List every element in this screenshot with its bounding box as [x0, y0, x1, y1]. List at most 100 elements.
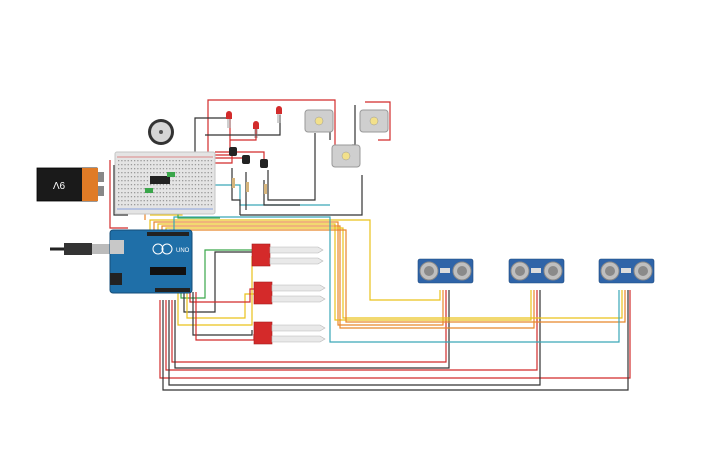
- breadboard-hole: [182, 168, 184, 170]
- wire-orange-us2[interactable]: [161, 225, 535, 329]
- breadboard-hole: [146, 176, 149, 178]
- wire-black-long-3[interactable]: [174, 290, 450, 369]
- piezo-buzzer[interactable]: [148, 119, 174, 145]
- dc-motor-1[interactable]: [304, 109, 334, 133]
- wire-red-bb[interactable]: [109, 160, 128, 229]
- wire-orange-us1[interactable]: [153, 221, 444, 326]
- breadboard-hole: [191, 164, 193, 166]
- breadboard-hole: [191, 168, 193, 170]
- led-3[interactable]: [276, 106, 282, 123]
- breadboard-hole: [156, 192, 158, 194]
- breadboard-hole: [134, 172, 136, 174]
- breadboard-hole: [156, 196, 158, 198]
- breadboard-hole: [143, 176, 145, 178]
- breadboard-hole: [156, 200, 158, 202]
- ultrasonic-sensor-3[interactable]: [598, 258, 655, 284]
- breadboard-hole: [175, 180, 177, 182]
- transistor-2[interactable]: [242, 155, 250, 164]
- wire-red-long-1[interactable]: [159, 290, 631, 379]
- breadboard-hole: [118, 188, 120, 190]
- breadboard-hole: [153, 172, 155, 174]
- wire-yellow-us2[interactable]: [157, 223, 532, 321]
- wire-red-motor[interactable]: [365, 101, 391, 141]
- transistor-1[interactable]: [229, 147, 237, 156]
- breadboard-hole: [159, 204, 161, 206]
- breadboard-hole: [191, 160, 193, 162]
- breadboard-hole: [143, 168, 145, 170]
- breadboard-holes: [118, 160, 213, 206]
- wire-black-soil1[interactable]: [183, 251, 252, 313]
- breadboard-hole: [127, 172, 129, 174]
- wire-black-bb-down[interactable]: [231, 168, 241, 215]
- dc-motor-3[interactable]: [331, 144, 361, 168]
- wire-black-motor2[interactable]: [352, 105, 356, 146]
- breadboard-hole: [201, 184, 203, 186]
- wire-teal-us[interactable]: [173, 216, 620, 343]
- breadboard-hole: [134, 200, 136, 202]
- breadboard-hole: [121, 196, 123, 198]
- breadboard-hole: [191, 192, 193, 194]
- led-1[interactable]: [226, 111, 232, 128]
- wire-yellow-us1[interactable]: [149, 219, 441, 301]
- breadboard[interactable]: [114, 151, 216, 215]
- transistor-3[interactable]: [260, 159, 268, 168]
- breadboard-hole: [182, 180, 184, 182]
- wire-green-soil1[interactable]: [180, 249, 252, 299]
- breadboard-hole: [188, 172, 190, 174]
- wire-black-soil3[interactable]: [192, 292, 253, 336]
- breadboard-hole: [146, 180, 149, 182]
- wire-black-motor3[interactable]: [240, 175, 363, 216]
- breadboard-hole: [188, 160, 190, 162]
- breadboard-hole: [201, 176, 203, 178]
- wire-black-led[interactable]: [194, 117, 230, 160]
- soil-sensor-1[interactable]: [251, 243, 324, 267]
- ultrasonic-sensor-1[interactable]: [417, 258, 474, 284]
- wire-red-tr3[interactable]: [215, 151, 265, 162]
- breadboard-hole: [198, 192, 200, 194]
- wire-red-long-2[interactable]: [165, 290, 538, 371]
- breadboard-hole: [143, 184, 145, 186]
- soil-sensor-2[interactable]: [253, 281, 326, 305]
- breadboard-hole: [146, 168, 149, 170]
- breadboard-hole: [118, 192, 120, 194]
- wire-black-motor-b[interactable]: [267, 133, 316, 201]
- breadboard-hole: [182, 160, 184, 162]
- breadboard-hole: [162, 204, 165, 206]
- breadboard-hole: [150, 200, 152, 202]
- wire-yellow-soil1[interactable]: [177, 256, 253, 326]
- breadboard-hole: [172, 204, 174, 206]
- soil-sensor-3[interactable]: [253, 321, 326, 345]
- breadboard-hole: [124, 204, 126, 206]
- arduino-uno[interactable]: UNO: [109, 229, 193, 294]
- breadboard-hole: [185, 200, 187, 202]
- breadboard-hole: [118, 204, 120, 206]
- breadboard-hole: [169, 160, 171, 162]
- wire-yellow-us3[interactable]: [165, 227, 623, 319]
- breadboard-hole: [118, 168, 120, 170]
- breadboard-hole: [178, 200, 181, 202]
- wire-red-led2[interactable]: [230, 128, 257, 141]
- breadboard-hole: [169, 184, 171, 186]
- breadboard-hole: [159, 172, 161, 174]
- wire-black-long-2[interactable]: [168, 290, 541, 386]
- led-2[interactable]: [253, 121, 259, 138]
- wire-black-bb[interactable]: [113, 165, 128, 216]
- wire-yellow-soil2[interactable]: [186, 292, 254, 319]
- breadboard-hole: [185, 180, 187, 182]
- dc-motor-2[interactable]: [359, 109, 389, 133]
- breadboard-hole: [121, 176, 123, 178]
- wire-red-soil2[interactable]: [189, 288, 254, 303]
- breadboard-hole: [169, 192, 171, 194]
- breadboard-hole: [194, 176, 197, 178]
- breadboard-hole: [188, 200, 190, 202]
- wire-black-bb-down3[interactable]: [263, 180, 300, 206]
- wire-black-long-1[interactable]: [162, 290, 629, 391]
- breadboard-hole: [185, 176, 187, 178]
- digital-header: [147, 232, 189, 236]
- breadboard-hole: [185, 196, 187, 198]
- breadboard-hole: [150, 204, 152, 206]
- ic-chip: [150, 176, 170, 184]
- wire-red-long-3[interactable]: [171, 290, 447, 363]
- battery-9v[interactable]: 9V: [36, 167, 104, 202]
- ultrasonic-sensor-2[interactable]: [508, 258, 565, 284]
